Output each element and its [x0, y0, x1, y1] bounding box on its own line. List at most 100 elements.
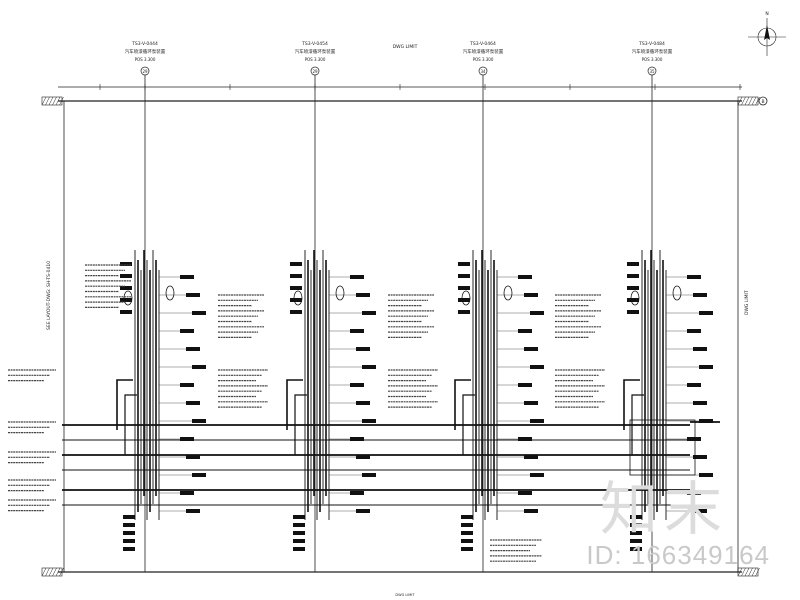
line-tag	[123, 515, 135, 519]
grid-bubble-right-label: B	[761, 99, 764, 105]
grid-bubble-label: 29	[142, 69, 148, 74]
line-tag	[350, 437, 364, 441]
column-tag: TS3-V-0464	[469, 41, 496, 47]
grid-bubble	[647, 66, 657, 76]
left-vertical-note: SEE LAYOUT-DWG: SH-TS-0410	[46, 261, 52, 330]
line-tag	[192, 419, 206, 423]
column-tag: TS3-V-0444	[131, 41, 158, 47]
line-tag	[458, 310, 470, 314]
line-tag	[458, 298, 470, 302]
line-tag	[518, 383, 532, 387]
note-block	[218, 294, 264, 338]
line-tag	[518, 437, 532, 441]
annotation-blocks	[8, 264, 605, 562]
grid-bubble	[478, 66, 488, 76]
line-tag	[518, 329, 532, 333]
line-tag	[627, 286, 639, 290]
line-tag	[123, 547, 135, 551]
line-tag	[699, 311, 713, 315]
note-block	[218, 369, 268, 408]
line-tag	[687, 491, 701, 495]
note-block	[8, 499, 56, 512]
line-tag	[687, 329, 701, 333]
line-tag	[350, 329, 364, 333]
line-tag	[693, 509, 707, 513]
line-tag	[524, 401, 538, 405]
line-tag	[458, 274, 470, 278]
line-tag	[290, 298, 302, 302]
column-scale: POS 3.300	[642, 57, 663, 62]
line-tag	[362, 419, 376, 423]
line-tag	[458, 262, 470, 266]
elbow	[286, 379, 303, 430]
line-tag	[123, 539, 135, 543]
line-tag	[180, 437, 194, 441]
line-tag	[293, 531, 305, 535]
line-tag	[693, 455, 707, 459]
line-tag	[180, 491, 194, 495]
line-tag	[290, 286, 302, 290]
grid-bubble	[140, 66, 150, 76]
line-tag	[350, 383, 364, 387]
column-caption: 汽车喷漆循环泵装置	[632, 48, 673, 55]
line-tag	[687, 437, 701, 441]
line-tag	[120, 274, 132, 278]
hatch-cap	[41, 96, 64, 106]
note-block	[8, 369, 56, 382]
line-tag	[530, 419, 544, 423]
line-tag	[461, 539, 473, 543]
line-tag	[180, 275, 194, 279]
elbow	[454, 379, 471, 430]
column-tag: TS3-V-0454	[301, 41, 328, 47]
watermark-logo: 知末	[599, 475, 728, 543]
column-caption: 汽车喷漆循环泵装置	[463, 48, 504, 55]
line-tag	[186, 509, 200, 513]
line-tag	[120, 262, 132, 266]
riser-group	[116, 250, 206, 551]
elbow	[294, 394, 307, 455]
grid-bubble-right: B	[758, 96, 768, 106]
north-arrow-label: N	[765, 11, 768, 17]
column-caption: 汽车喷漆循环泵装置	[125, 48, 166, 55]
line-tag	[693, 347, 707, 351]
grid-bubble-label: 34	[480, 69, 486, 74]
line-tag	[356, 347, 370, 351]
line-tag	[362, 311, 376, 315]
valve-symbol	[165, 285, 175, 301]
line-tag	[362, 473, 376, 477]
line-tag	[356, 401, 370, 405]
valve-symbol	[672, 285, 682, 301]
line-tag	[524, 347, 538, 351]
line-tag	[518, 491, 532, 495]
line-tag	[461, 531, 473, 535]
column-scale: POS 3.300	[305, 57, 326, 62]
line-tag	[687, 275, 701, 279]
note-block	[490, 539, 542, 562]
line-tag	[186, 293, 200, 297]
line-tag	[630, 515, 642, 519]
line-tag	[356, 293, 370, 297]
note-block	[85, 264, 131, 308]
line-tag	[524, 509, 538, 513]
line-tag	[356, 509, 370, 513]
hatch-cap	[737, 96, 760, 106]
note-block	[8, 479, 56, 492]
elbow	[623, 379, 640, 430]
line-tag	[630, 547, 642, 551]
note-block	[8, 421, 56, 434]
line-tag	[630, 539, 642, 543]
line-tag	[693, 401, 707, 405]
line-tag	[524, 455, 538, 459]
line-tag	[687, 383, 701, 387]
line-tag	[293, 515, 305, 519]
line-tag	[123, 523, 135, 527]
note-block	[555, 369, 605, 408]
line-tag	[461, 515, 473, 519]
elbow	[462, 394, 475, 455]
column-scale: POS 3.300	[473, 57, 494, 62]
